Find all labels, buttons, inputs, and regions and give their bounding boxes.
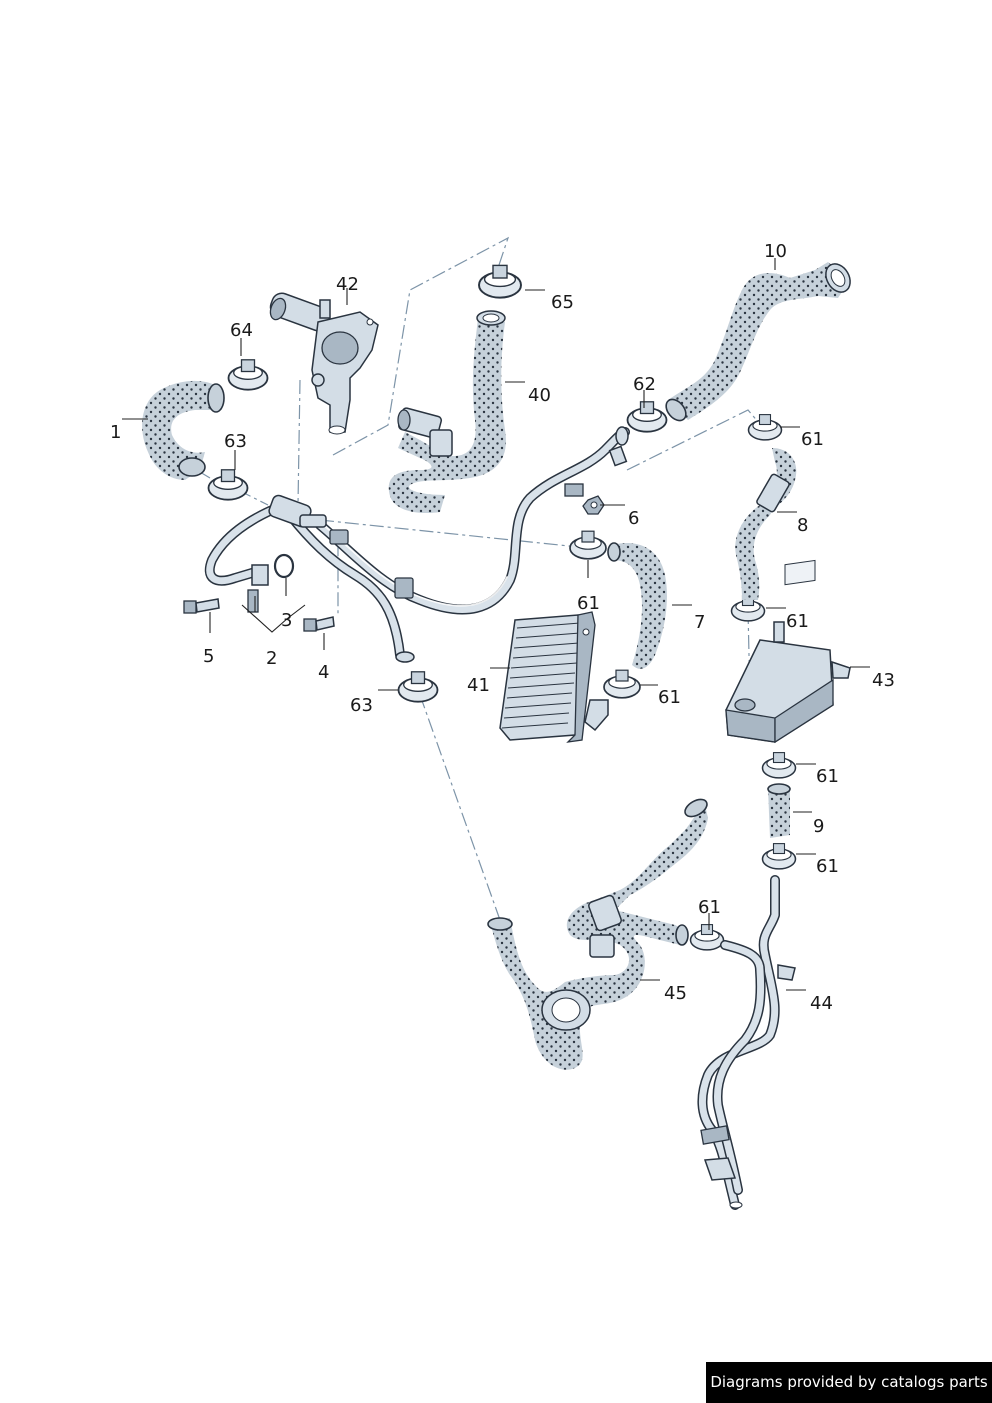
clamp-61-f [761, 842, 797, 870]
label-61-d: 61 [658, 687, 681, 708]
clamp-61-b [603, 669, 641, 699]
clamp-61-g [689, 923, 725, 951]
coolant-pipe-2 [204, 426, 630, 663]
label-9: 9 [813, 816, 824, 837]
hose-7 [607, 542, 667, 669]
assembly-lines [179, 236, 766, 921]
coolant-pipe-44 [697, 875, 796, 1210]
label-61-f: 61 [816, 856, 839, 877]
valve-42 [269, 292, 379, 435]
label-10: 10 [764, 241, 787, 262]
label-1: 1 [110, 422, 121, 443]
label-5: 5 [203, 646, 214, 667]
label-61-c: 61 [786, 611, 809, 632]
bolt-5 [183, 598, 220, 614]
label-43: 43 [872, 670, 895, 691]
label-6: 6 [628, 508, 639, 529]
clamp-63-upper [207, 468, 249, 501]
label-64: 64 [230, 320, 253, 341]
label-42: 42 [336, 274, 359, 295]
clamp-64 [227, 358, 269, 391]
credit-banner: Diagrams provided by catalogs parts [706, 1362, 992, 1403]
clamp-61-e [761, 751, 797, 779]
hose-8 [735, 448, 797, 600]
bolt-4 [303, 616, 335, 632]
clamp-63-lower [397, 670, 439, 703]
label-65: 65 [551, 292, 574, 313]
clamp-61-c [747, 413, 783, 441]
label-8: 8 [797, 515, 808, 536]
cooler-43 [725, 559, 851, 744]
label-3: 3 [281, 610, 292, 631]
seal-3 [247, 553, 295, 613]
hose-45 [487, 798, 708, 1070]
label-61-b: 61 [577, 593, 600, 614]
oil-cooler-41 [499, 611, 609, 743]
label-44: 44 [810, 993, 833, 1014]
part-labels: 1 2 3 4 5 6 7 8 9 10 40 41 42 43 44 45 6… [110, 241, 895, 1014]
label-4: 4 [318, 662, 329, 683]
label-40: 40 [528, 385, 551, 406]
label-41: 41 [467, 675, 490, 696]
label-63-a: 63 [224, 431, 247, 452]
clamp-65 [478, 264, 522, 299]
label-45: 45 [664, 983, 687, 1004]
hose-9 [767, 783, 791, 838]
clamp-62 [626, 400, 668, 433]
hose-40 [388, 310, 506, 514]
label-2: 2 [266, 648, 277, 669]
label-63-b: 63 [350, 695, 373, 716]
clamp-61-a [569, 530, 607, 560]
label-61-g: 61 [698, 897, 721, 918]
nut-6 [582, 495, 605, 515]
leader-lines [122, 258, 870, 991]
label-61-a: 61 [801, 429, 824, 450]
hose-1 [142, 380, 225, 480]
label-7: 7 [694, 612, 705, 633]
hose-10 [665, 262, 851, 422]
label-62: 62 [633, 374, 656, 395]
label-61-e: 61 [816, 766, 839, 787]
